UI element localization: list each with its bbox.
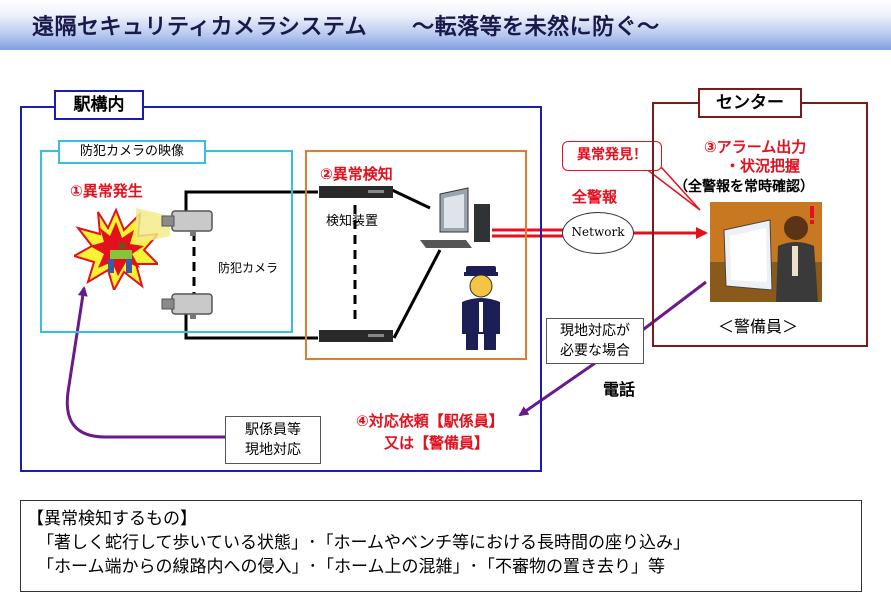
station-box: [20, 106, 542, 472]
station-label: 駅構内: [54, 90, 144, 120]
detector-device-top-icon: [319, 186, 393, 198]
camera-top-icon: [161, 210, 213, 236]
detection-targets-line1: 「著しく蛇行して歩いている状態」･「ホームやベンチ等における長時間の座り込み」: [37, 533, 690, 553]
step1-label: ①異常発生: [70, 182, 143, 200]
cable-bottom: [184, 305, 318, 340]
cable-detector-pc-bottom: [392, 249, 442, 339]
camera-label: 防犯カメラ: [218, 261, 279, 275]
network-label: Network: [571, 225, 625, 239]
step3-line2: ・状況把握: [725, 157, 801, 175]
camera-bottom-icon: [161, 293, 213, 319]
step2-label: ②異常検知: [320, 165, 393, 183]
onsite-line2: 必要な場合: [560, 343, 630, 359]
staff-callout: 駅係員等 現地対応: [225, 416, 321, 464]
detection-box: [305, 150, 527, 360]
all-alarm-label: 全警報: [572, 188, 618, 206]
phone-label: 電話: [603, 380, 636, 399]
cable-detector-pc-top: [391, 188, 431, 210]
onsite-callout: 現地対応が 必要な場合: [546, 318, 644, 364]
anomaly-found-label: 異常発見！: [577, 147, 647, 163]
staff-callout-line2: 現地対応: [245, 442, 301, 458]
detection-targets-line2: 「ホーム端からの線路内への侵入」･「ホーム上の混雑」･「不審物の置き去り」等: [37, 557, 665, 577]
guard-monitor-icon: [710, 202, 822, 302]
detector-device-bottom-icon: [319, 330, 393, 342]
anomaly-found-callout: 異常発見！: [562, 141, 662, 171]
detection-targets-box: 【異常検知するもの】 「著しく蛇行して歩いている状態」･「ホームやベンチ等におけ…: [20, 500, 862, 592]
center-label: センター: [698, 88, 802, 118]
step3-line1: ③アラーム出力: [704, 138, 807, 156]
network-node: Network: [562, 212, 634, 254]
step4-line2: 又は【警備員】: [384, 434, 490, 452]
guard-label: ＜警備員＞: [718, 317, 799, 336]
camera-video-label: 防犯カメラの映像: [58, 140, 206, 164]
detection-targets-heading: 【異常検知するもの】: [27, 509, 197, 529]
staff-callout-line1: 駅係員等: [245, 422, 301, 438]
step4-line1: ④対応依頼【駅係員】: [356, 412, 504, 430]
title-bar: [0, 0, 891, 50]
computer-icon: [420, 187, 490, 248]
staff-arrow: [65, 286, 225, 439]
page-title: 遠隔セキュリティカメラシステム ～転落等を未然に防ぐ～: [32, 15, 660, 40]
onsite-line1: 現地対応が: [560, 323, 630, 339]
detector-label: 検知装置: [326, 214, 379, 229]
station-staff-icon: [462, 266, 500, 350]
step3-line3: （全警報を常時確認）: [674, 179, 814, 195]
